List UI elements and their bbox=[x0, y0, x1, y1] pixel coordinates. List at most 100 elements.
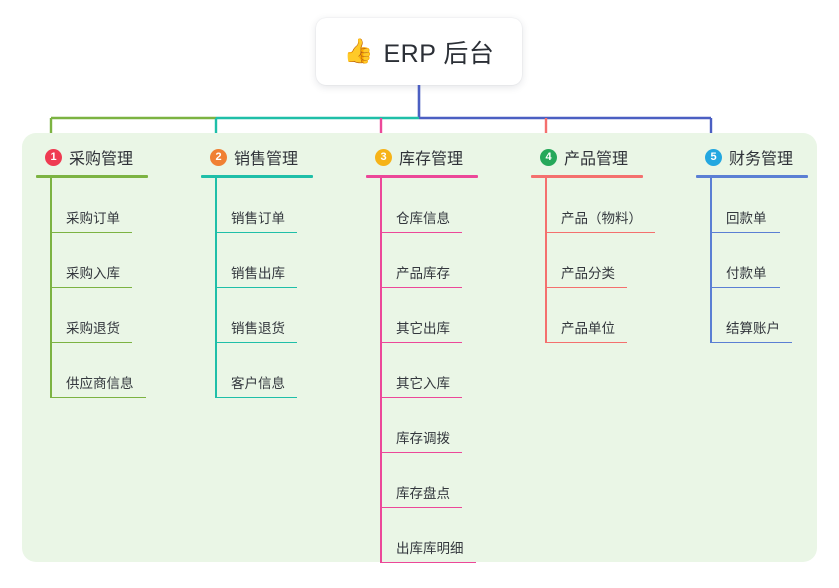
branch-header-1[interactable]: 1 采购管理 bbox=[36, 145, 148, 169]
branch-title-5: 财务管理 bbox=[729, 151, 794, 168]
leaf-node-rule bbox=[380, 231, 462, 233]
leaf-node[interactable]: 采购入库 bbox=[36, 233, 148, 288]
leaf-node-rule bbox=[380, 286, 462, 288]
branch-spine-3 bbox=[380, 178, 382, 563]
branch-title-2: 销售管理 bbox=[234, 151, 299, 168]
leaf-node[interactable]: 结算账户 bbox=[696, 288, 808, 343]
leaf-node-label: 出库库明细 bbox=[396, 541, 464, 556]
leaf-node-rule bbox=[380, 341, 462, 343]
branch-spine-4 bbox=[545, 178, 547, 343]
branch-items-1: 采购订单采购入库采购退货供应商信息 bbox=[36, 178, 148, 398]
leaf-node-label: 客户信息 bbox=[231, 376, 285, 391]
leaf-node-label: 付款单 bbox=[726, 266, 767, 281]
branch-header-5[interactable]: 5 财务管理 bbox=[696, 145, 808, 169]
leaf-node[interactable]: 出库库明细 bbox=[366, 508, 478, 563]
leaf-node-label: 销售订单 bbox=[231, 211, 285, 226]
leaf-node-rule bbox=[545, 341, 627, 343]
branch-header-rule-3 bbox=[366, 175, 478, 178]
leaf-node-label: 产品单位 bbox=[561, 321, 615, 336]
branch-items-4: 产品（物料） 产品分类产品单位 bbox=[531, 178, 655, 343]
leaf-node[interactable]: 付款单 bbox=[696, 233, 808, 288]
leaf-node-label: 产品库存 bbox=[396, 266, 450, 281]
leaf-node-rule bbox=[380, 451, 462, 453]
branch-items-2: 销售订单销售出库销售退货客户信息 bbox=[201, 178, 313, 398]
branch-title-1: 采购管理 bbox=[69, 151, 134, 168]
leaf-node-rule bbox=[710, 286, 780, 288]
branch-items-5: 回款单付款单结算账户 bbox=[696, 178, 808, 343]
leaf-node[interactable]: 产品（物料） bbox=[531, 178, 655, 233]
leaf-node-label: 供应商信息 bbox=[66, 376, 134, 391]
branch-header-3[interactable]: 3 库存管理 bbox=[366, 145, 478, 169]
leaf-node[interactable]: 产品库存 bbox=[366, 233, 478, 288]
leaf-node-rule bbox=[50, 286, 132, 288]
branch-badge-4: 4 bbox=[540, 148, 557, 166]
leaf-node[interactable]: 产品单位 bbox=[531, 288, 643, 343]
thumbs-up-icon: 👍 bbox=[343, 37, 374, 65]
leaf-node-label: 采购入库 bbox=[66, 266, 120, 281]
branch-spine-2 bbox=[215, 178, 217, 398]
branches-panel bbox=[22, 133, 817, 562]
branch-header-4[interactable]: 4 产品管理 bbox=[531, 145, 643, 169]
branch-title-4: 产品管理 bbox=[564, 151, 629, 168]
branch-badge-1: 1 bbox=[45, 148, 62, 166]
leaf-node[interactable]: 仓库信息 bbox=[366, 178, 478, 233]
leaf-node-rule bbox=[380, 506, 462, 508]
branch-title-3: 库存管理 bbox=[399, 151, 464, 168]
leaf-node-label: 采购退货 bbox=[66, 321, 120, 336]
branch-header-rule-1 bbox=[36, 175, 148, 178]
leaf-node-rule bbox=[710, 231, 780, 233]
leaf-node-rule bbox=[215, 231, 297, 233]
leaf-node-rule bbox=[50, 231, 132, 233]
root-node-title: ERP 后台 bbox=[383, 39, 495, 68]
leaf-node[interactable]: 销售出库 bbox=[201, 233, 313, 288]
leaf-node[interactable]: 销售订单 bbox=[201, 178, 313, 233]
leaf-node[interactable]: 其它出库 bbox=[366, 288, 478, 343]
leaf-node-label: 销售出库 bbox=[231, 266, 285, 281]
branch-header-2[interactable]: 2 销售管理 bbox=[201, 145, 313, 169]
branch-header-rule-4 bbox=[531, 175, 643, 178]
leaf-node[interactable]: 库存盘点 bbox=[366, 453, 478, 508]
leaf-node-label: 其它入库 bbox=[396, 376, 450, 391]
branch-column-1: 1 采购管理采购订单采购入库采购退货供应商信息 bbox=[36, 145, 148, 398]
leaf-node-rule bbox=[545, 231, 655, 233]
branch-column-4: 4 产品管理产品（物料） 产品分类产品单位 bbox=[531, 145, 655, 343]
leaf-node[interactable]: 产品分类 bbox=[531, 233, 643, 288]
leaf-node-label: 结算账户 bbox=[726, 321, 780, 336]
leaf-node-rule bbox=[215, 286, 297, 288]
branch-column-5: 5 财务管理回款单付款单结算账户 bbox=[696, 145, 808, 343]
branch-spine-1 bbox=[50, 178, 52, 398]
leaf-node-label: 仓库信息 bbox=[396, 211, 450, 226]
leaf-node-label: 产品分类 bbox=[561, 266, 615, 281]
leaf-node-rule bbox=[50, 396, 146, 398]
branch-header-rule-5 bbox=[696, 175, 808, 178]
leaf-node-rule bbox=[710, 341, 792, 343]
branch-spine-5 bbox=[710, 178, 712, 343]
leaf-node-rule bbox=[545, 286, 627, 288]
leaf-node-label: 库存调拨 bbox=[396, 431, 450, 446]
leaf-node[interactable]: 采购退货 bbox=[36, 288, 148, 343]
leaf-node-label: 采购订单 bbox=[66, 211, 120, 226]
root-node-card[interactable]: 👍 ERP 后台 bbox=[316, 18, 522, 85]
leaf-node-rule bbox=[50, 341, 132, 343]
leaf-node-rule bbox=[215, 396, 297, 398]
branch-column-3: 3 库存管理仓库信息产品库存其它出库其它入库库存调拨库存盘点出库库明细 bbox=[366, 145, 478, 563]
leaf-node[interactable]: 库存调拨 bbox=[366, 398, 478, 453]
branch-badge-3: 3 bbox=[375, 148, 392, 166]
leaf-node-label: 产品（物料） bbox=[561, 211, 642, 226]
leaf-node-rule bbox=[215, 341, 297, 343]
leaf-node[interactable]: 供应商信息 bbox=[36, 343, 148, 398]
leaf-node[interactable]: 回款单 bbox=[696, 178, 808, 233]
branch-column-2: 2 销售管理销售订单销售出库销售退货客户信息 bbox=[201, 145, 313, 398]
leaf-node-label: 销售退货 bbox=[231, 321, 285, 336]
leaf-node[interactable]: 其它入库 bbox=[366, 343, 478, 398]
leaf-node[interactable]: 采购订单 bbox=[36, 178, 148, 233]
leaf-node-rule bbox=[380, 561, 476, 563]
leaf-node-label: 库存盘点 bbox=[396, 486, 450, 501]
branch-badge-2: 2 bbox=[210, 148, 227, 166]
branch-header-rule-2 bbox=[201, 175, 313, 178]
leaf-node[interactable]: 客户信息 bbox=[201, 343, 313, 398]
leaf-node-label: 其它出库 bbox=[396, 321, 450, 336]
leaf-node[interactable]: 销售退货 bbox=[201, 288, 313, 343]
branch-badge-5: 5 bbox=[705, 148, 722, 166]
